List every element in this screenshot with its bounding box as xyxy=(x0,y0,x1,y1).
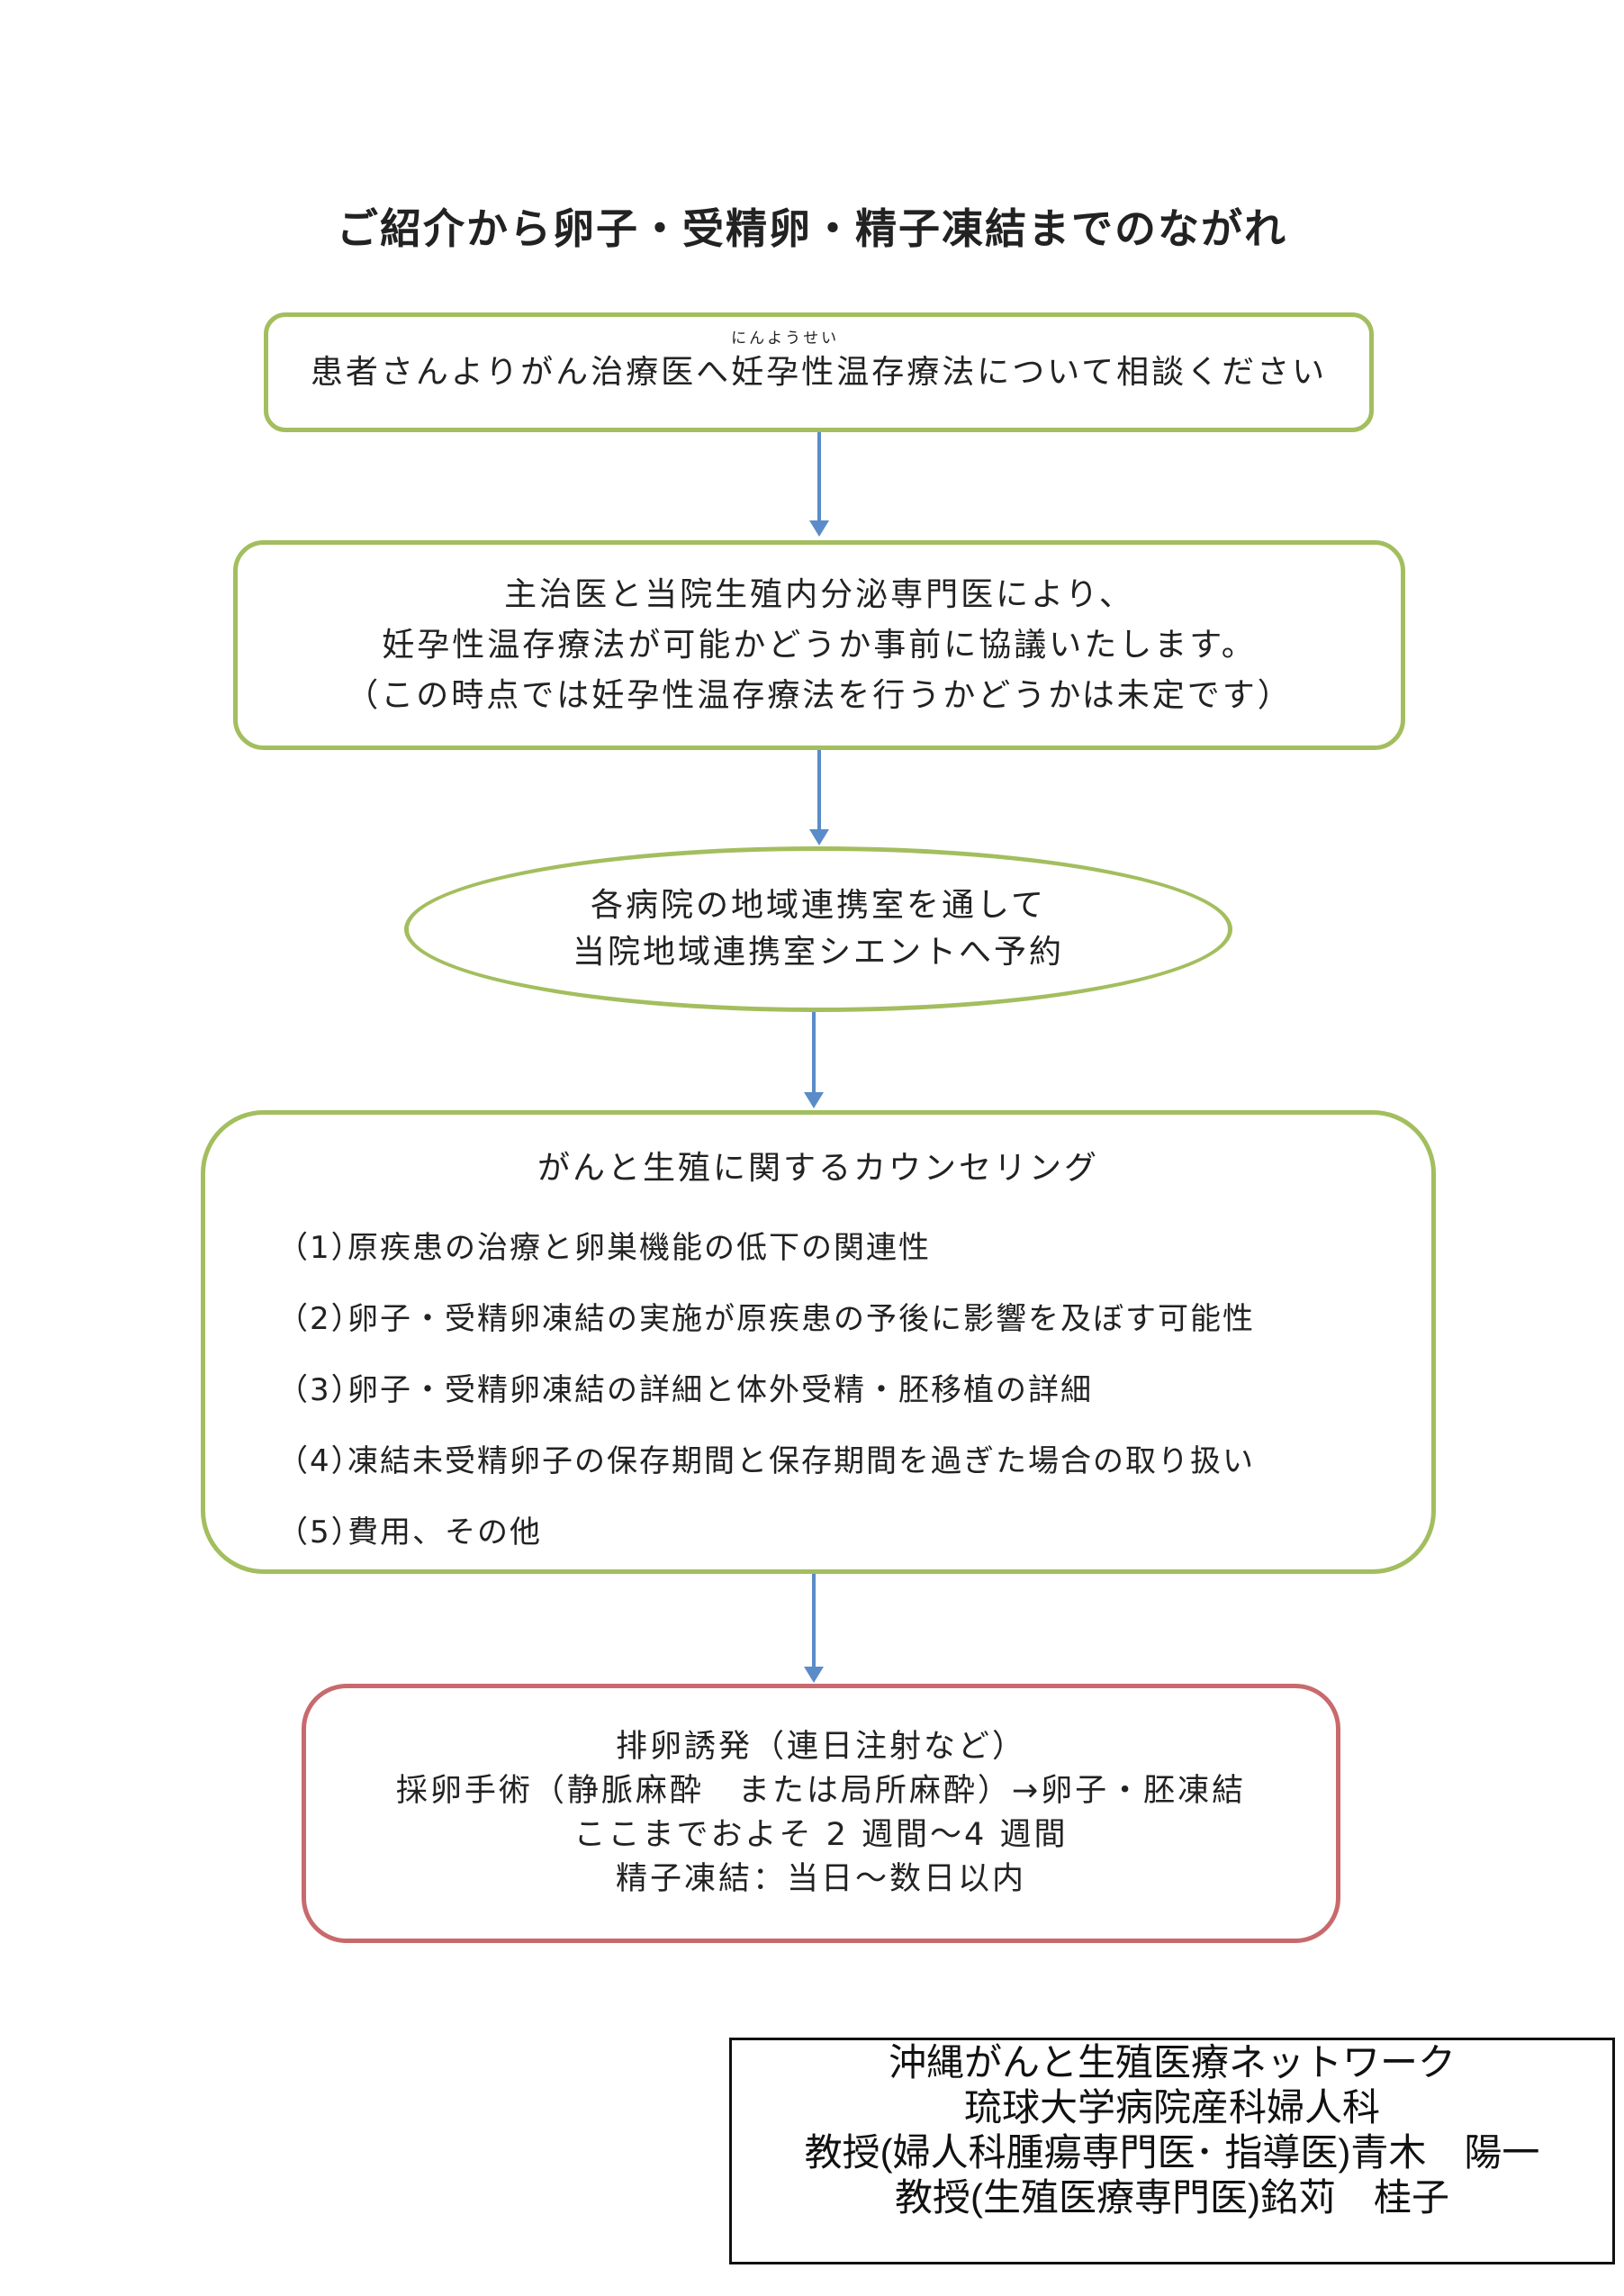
step-consult-box: 患者さんよりがん治療医へにんようせい妊孕性温存療法について相談ください xyxy=(264,312,1374,432)
list-item-text: 費用、その他 xyxy=(347,1514,542,1550)
list-item-number: （2） xyxy=(277,1301,364,1337)
list-item: （1）原疾患の治療と卵巣機能の低下の関連性 xyxy=(277,1223,1255,1267)
step-procedure-line-4: 精子凍結：当日～数日以内 xyxy=(615,1861,1026,1897)
step-consult-before: 患者さんよりがん治療医へ xyxy=(310,353,732,391)
step-procedure-line-2: 採卵手術（静脈麻酔 または局所麻酔）→卵子・胚凍結 xyxy=(395,1773,1247,1809)
credit-professor-1: 教授(婦人科腫瘍専門医･ 指導医)青木 陽一 xyxy=(804,2131,1540,2174)
step-consult-text: 患者さんよりがん治療医へにんようせい妊孕性温存療法について相談ください xyxy=(310,330,1328,391)
arrow-down-3 xyxy=(804,1012,824,1108)
credit-department: 琉球大学病院産科婦人科 xyxy=(963,2086,1380,2129)
list-item: （5）費用、その他 xyxy=(277,1507,1255,1551)
step-counseling-box: がんと生殖に関するカウンセリング （1）原疾患の治療と卵巣機能の低下の関連性 （… xyxy=(201,1110,1436,1574)
ruby-term: にんようせい妊孕性 xyxy=(731,330,837,391)
page-title: ご紹介から卵子・受精卵・精子凍結までのながれ xyxy=(337,204,1287,253)
list-item-text: 原疾患の治療と卵巣機能の低下の関連性 xyxy=(347,1230,931,1266)
arrow-down-2 xyxy=(809,750,829,845)
step-discussion-line-2: 妊孕性温存療法が可能かどうか事前に協議いたします。 xyxy=(382,626,1257,664)
step-consult-after: 温存療法について相談ください xyxy=(836,353,1328,391)
step-procedure-line-3: ここまでおよそ 2 週間～4 週間 xyxy=(573,1817,1069,1853)
list-item-number: （3） xyxy=(277,1372,364,1408)
list-item: （3）卵子・受精卵凍結の詳細と体外受精・胚移植の詳細 xyxy=(277,1365,1255,1409)
list-item: （4）凍結未受精卵子の保存期間と保存期間を過ぎた場合の取り扱い xyxy=(277,1436,1255,1480)
arrow-down-1 xyxy=(809,432,829,537)
list-item: （2）卵子・受精卵凍結の実施が原疾患の予後に影響を及ぼす可能性 xyxy=(277,1294,1255,1338)
step-discussion-line-1: 主治医と当院生殖内分泌専門医により、 xyxy=(504,575,1134,613)
list-item-number: （4） xyxy=(277,1443,364,1479)
step-discussion-line-3: （この時点では妊孕性温存療法を行うかどうかは未定です） xyxy=(346,676,1293,714)
list-item-text: 卵子・受精卵凍結の実施が原疾患の予後に影響を及ぼす可能性 xyxy=(347,1301,1255,1337)
step-reservation-ellipse: 各病院の地域連携室を通して 当院地域連携室シエントへ予約 xyxy=(404,846,1232,1012)
counseling-title: がんと生殖に関するカウンセリング xyxy=(537,1150,1099,1187)
list-item-text: 卵子・受精卵凍結の詳細と体外受精・胚移植の詳細 xyxy=(347,1372,1093,1408)
list-item-number: （1） xyxy=(277,1230,364,1266)
step-procedure-box: 排卵誘発（連日注射など） 採卵手術（静脈麻酔 または局所麻酔）→卵子・胚凍結 こ… xyxy=(302,1684,1340,1943)
counseling-list: （1）原疾患の治療と卵巣機能の低下の関連性 （2）卵子・受精卵凍結の実施が原疾患… xyxy=(277,1223,1255,1578)
step-procedure-line-1: 排卵誘発（連日注射など） xyxy=(615,1729,1026,1765)
credit-network: 沖縄がんと生殖医療ネットワーク xyxy=(888,2041,1456,2084)
step-reservation-line-1: 各病院の地域連携室を通して xyxy=(591,887,1046,924)
ruby-base: 妊孕性 xyxy=(731,353,837,391)
credit-box: 沖縄がんと生殖医療ネットワーク 琉球大学病院産科婦人科 教授(婦人科腫瘍専門医･… xyxy=(729,2038,1615,2264)
ruby-reading: にんようせい xyxy=(731,329,840,348)
step-reservation-line-2: 当院地域連携室シエントへ予約 xyxy=(572,934,1064,971)
arrow-down-4 xyxy=(804,1574,824,1683)
list-item-number: （5） xyxy=(277,1514,364,1550)
list-item-text: 凍結未受精卵子の保存期間と保存期間を過ぎた場合の取り扱い xyxy=(347,1443,1255,1479)
step-discussion-box: 主治医と当院生殖内分泌専門医により、 妊孕性温存療法が可能かどうか事前に協議いた… xyxy=(233,540,1405,750)
credit-professor-2: 教授(生殖医療専門医)銘苅 桂子 xyxy=(895,2176,1449,2219)
